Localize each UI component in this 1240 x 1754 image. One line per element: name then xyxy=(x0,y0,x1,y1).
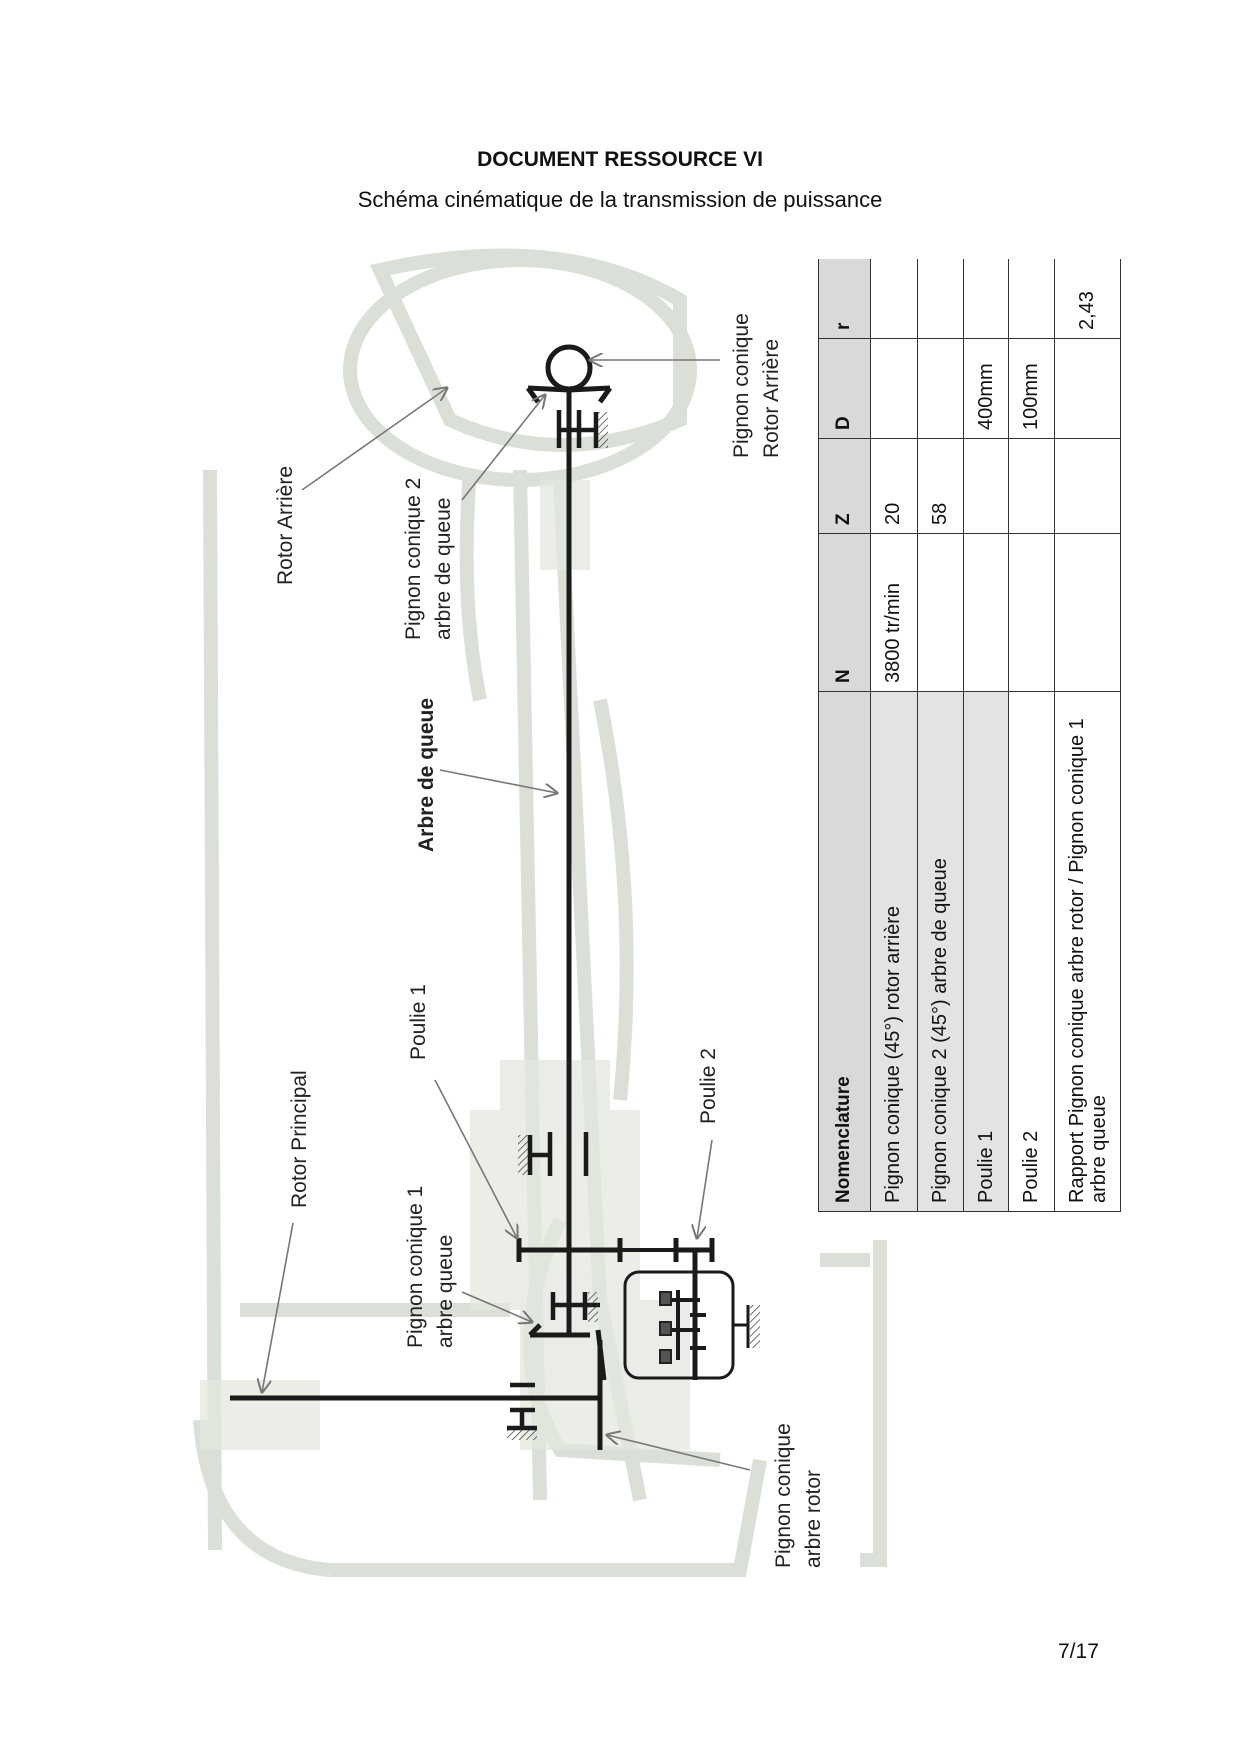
rear-bearing xyxy=(556,410,608,448)
table-row: Poulie 1 400mm xyxy=(963,259,1009,1212)
label-pignon-conique-2: Pignon conique 2 arbre de queue xyxy=(402,472,455,640)
label-poulie-1: Poulie 1 xyxy=(407,984,430,1060)
annotation-arrows xyxy=(262,360,751,1471)
table-row: Rapport Pignon conique arbre rotor / Pig… xyxy=(1054,259,1121,1212)
header-n: N xyxy=(818,533,871,692)
label-pignon-conique-1: Pignon conique 1 arbre queue xyxy=(404,1180,457,1348)
document-subtitle: Schéma cinématique de la transmission de… xyxy=(357,187,883,212)
table-row: Poulie 2 100mm xyxy=(1008,259,1055,1212)
shaft-bearing-lower xyxy=(550,1292,600,1322)
label-pignon-conique-rotor-arriere: Pignon conique Rotor Arrière xyxy=(730,307,783,458)
label-rotor-arriere: Rotor Arrière xyxy=(274,466,297,585)
engine-block xyxy=(623,1270,760,1380)
document-title: DOCUMENT RESSOURCE VI xyxy=(477,148,763,171)
header-nomenclature: Nomenclature xyxy=(818,691,871,1212)
nomenclature-table: Nomenclature N Z D r Pignon conique (45°… xyxy=(818,259,1121,1212)
header-r: r xyxy=(818,259,871,339)
main-rotor-bearing xyxy=(507,1382,537,1440)
header-d: D xyxy=(818,338,871,439)
label-pignon-conique-arbre-rotor: Pignon conique arbre rotor xyxy=(772,1417,825,1568)
label-arbre-de-queue: Arbre de queue xyxy=(415,698,438,852)
table-header-row: Nomenclature N Z D r xyxy=(818,259,871,1212)
table-row: Pignon conique (45°) rotor arrière 3800 … xyxy=(870,259,918,1212)
nomenclature-table-container: Nomenclature N Z D r Pignon conique (45°… xyxy=(818,259,1121,1212)
label-rotor-principal: Rotor Principal xyxy=(288,1070,311,1208)
table-row: Pignon conique 2 (45°) arbre de queue 58 xyxy=(917,259,964,1212)
shaft-bearing-upper xyxy=(518,1132,589,1176)
label-poulie-2: Poulie 2 xyxy=(697,1048,720,1124)
page-number: 7/17 xyxy=(1058,1640,1099,1663)
header-z: Z xyxy=(818,438,871,534)
